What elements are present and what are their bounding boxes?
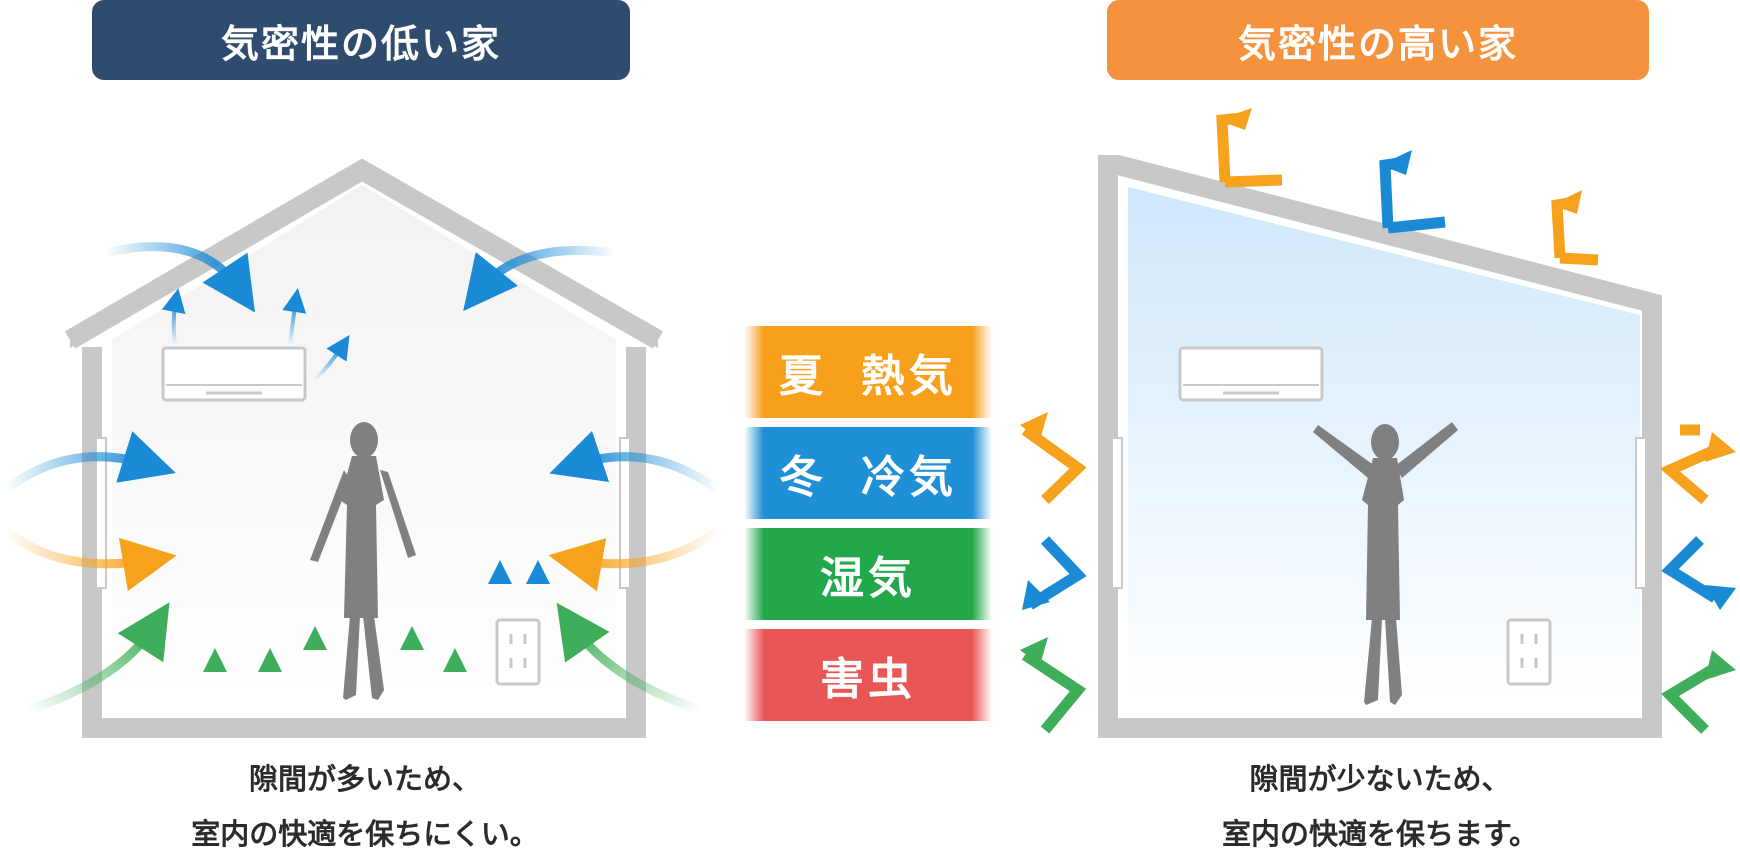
winter-cold-bar	[744, 427, 992, 519]
left-house-walls	[82, 347, 646, 738]
air-conditioner-icon	[161, 346, 307, 402]
power-outlet-icon	[495, 618, 541, 686]
winter-cold-label: 冬 冷気	[744, 427, 992, 519]
summer-label: 夏	[779, 351, 827, 402]
summer-heat-bar	[744, 326, 992, 418]
person-icon	[1313, 422, 1458, 705]
right-window	[619, 437, 631, 589]
right-house-walls	[1098, 155, 1662, 738]
high-caption-line2: 室内の快適を保ちます。	[1221, 817, 1539, 851]
insects-text: 害虫	[820, 654, 916, 705]
low-caption-line2: 室内の快適を保ちにくい。	[191, 817, 539, 851]
low-airtightness-caption: 隙間が多いため、 室内の快適を保ちにくい。	[70, 752, 660, 862]
low-airtightness-house	[2, 158, 721, 738]
high-airtightness-title: 気密性の高い家	[1107, 0, 1649, 80]
high-airtightness-caption: 隙間が少ないため、 室内の快適を保ちます。	[1085, 752, 1675, 862]
person-icon	[310, 422, 416, 700]
left-window	[95, 437, 107, 589]
insects-bar	[744, 629, 992, 721]
high-airtightness-house	[1020, 108, 1736, 738]
humidity-label: 湿気	[744, 528, 992, 620]
low-airtightness-title: 気密性の低い家	[92, 0, 630, 80]
low-caption-line1: 隙間が多いため、	[248, 762, 481, 796]
humidity-text: 湿気	[820, 553, 916, 604]
insects-label: 害虫	[744, 629, 992, 721]
cold-label: 冷気	[861, 452, 957, 503]
humidity-bar	[744, 528, 992, 620]
power-outlet-icon	[1506, 618, 1552, 686]
heat-label: 熱気	[861, 351, 957, 402]
winter-label: 冬	[779, 452, 827, 503]
air-conditioner-icon	[1178, 346, 1324, 402]
summer-heat-label: 夏 熱気	[744, 326, 992, 418]
high-caption-line1: 隙間が少ないため、	[1249, 762, 1511, 796]
arrow-icon	[103, 242, 255, 313]
